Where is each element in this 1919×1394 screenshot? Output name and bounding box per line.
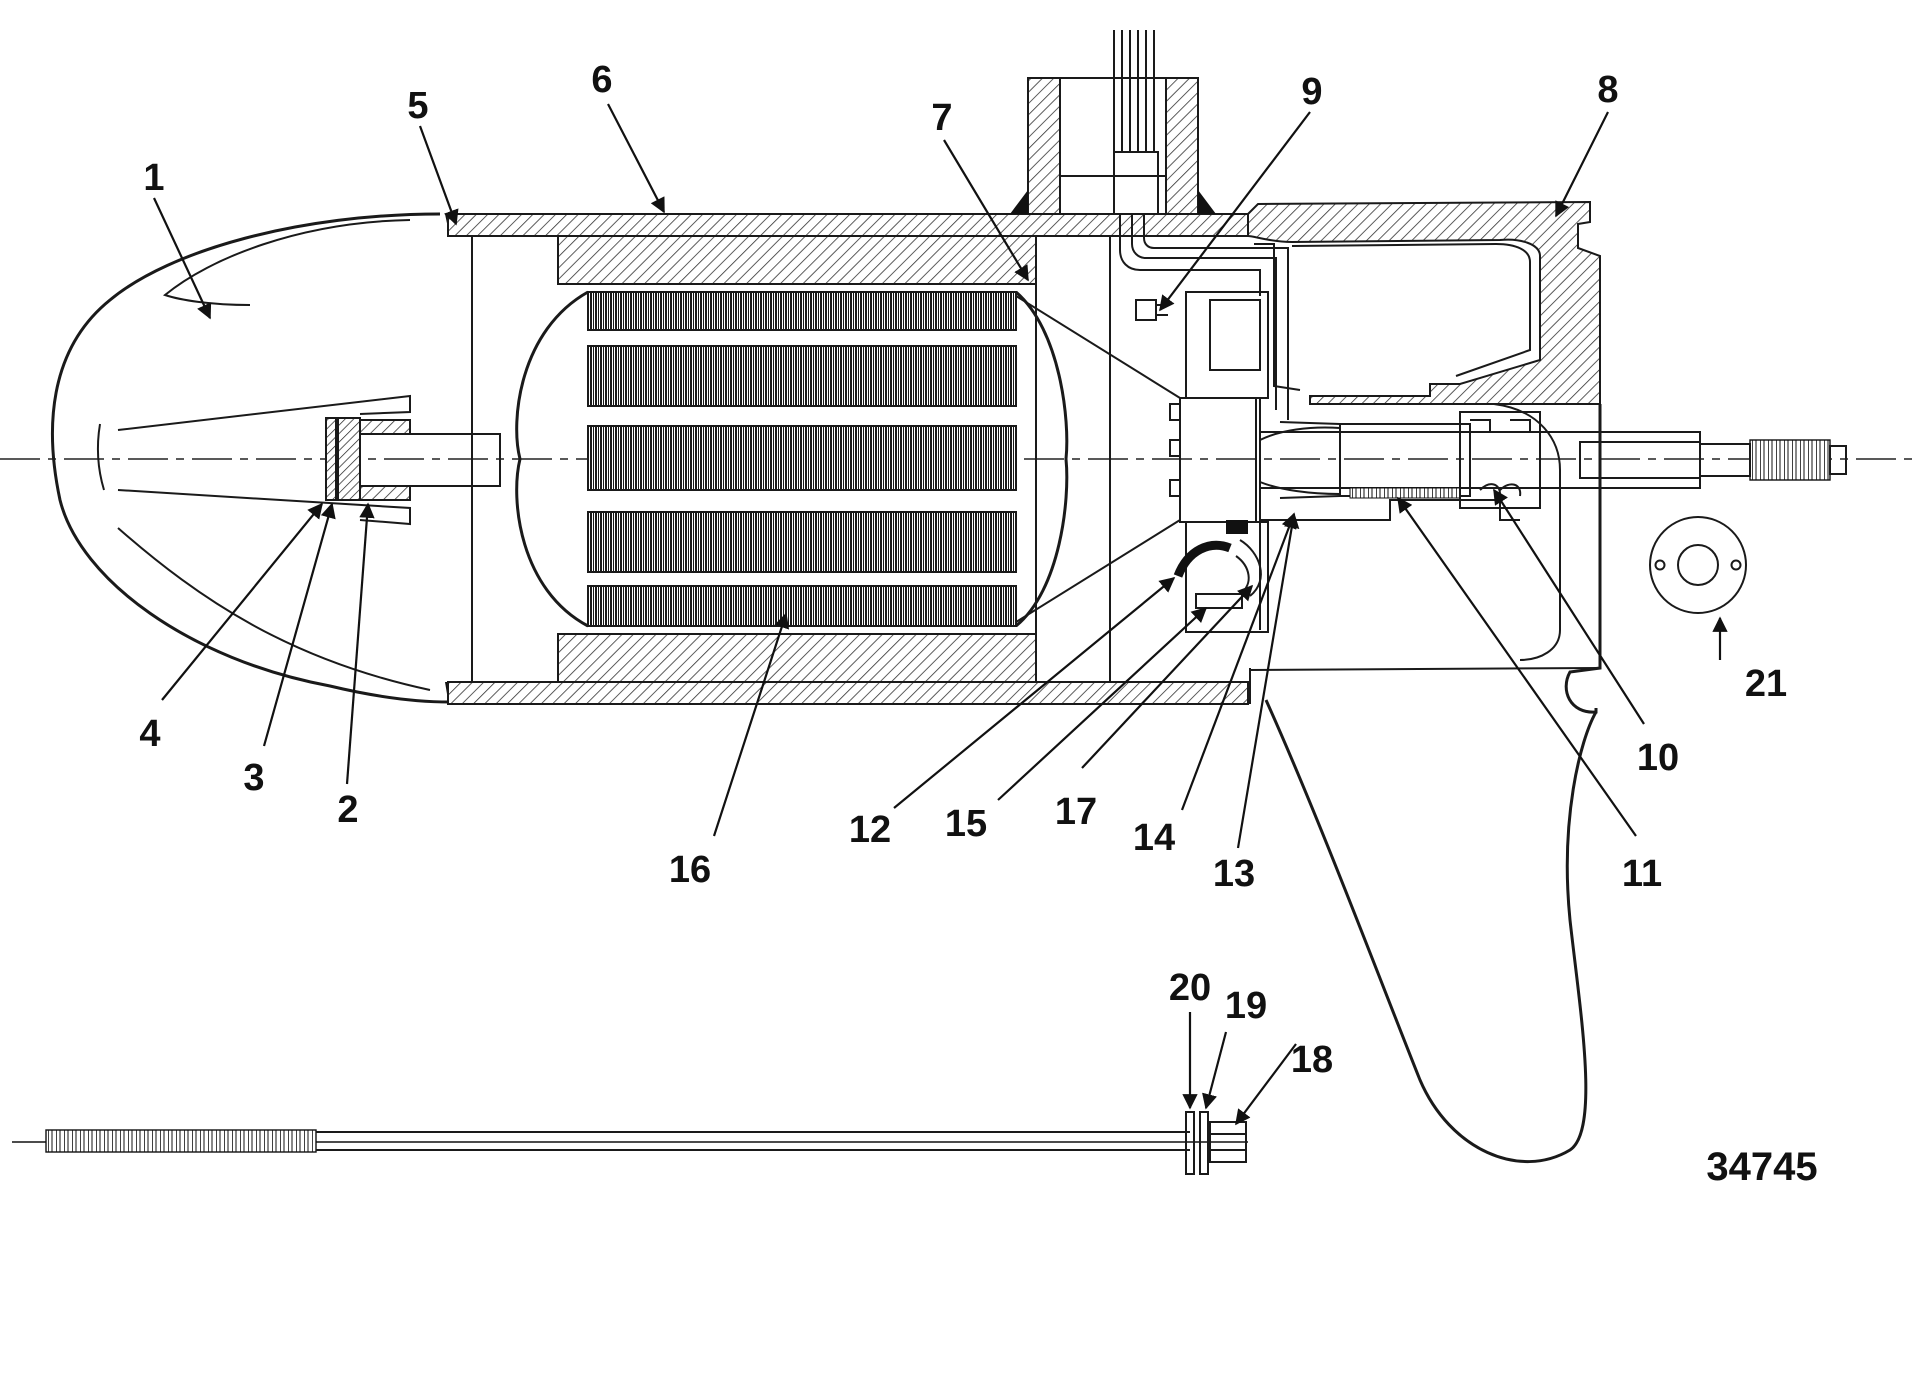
callout-13: 13 (1213, 853, 1255, 895)
callout-20: 20 (1169, 967, 1211, 1009)
callout-7: 7 (931, 97, 952, 139)
cable-fitting (1010, 30, 1289, 420)
leader-lines (153, 103, 1728, 1126)
callout-1: 1 (143, 157, 164, 199)
front-bearing-stack (325, 417, 501, 501)
callout-18: 18 (1291, 1039, 1333, 1081)
callout-3: 3 (243, 757, 264, 799)
armature (515, 236, 1181, 682)
callout-labels: 1 2 3 4 5 6 7 8 9 10 11 12 13 14 15 16 1… (139, 59, 1787, 1081)
callout-16: 16 (669, 849, 711, 891)
callout-19: 19 (1225, 985, 1267, 1027)
lower-unit-housing (1247, 200, 1602, 1164)
figure-reference-number: 34745 (1706, 1145, 1817, 1189)
callout-14: 14 (1133, 817, 1175, 859)
callout-11: 11 (1622, 853, 1662, 895)
callout-2: 2 (337, 789, 358, 831)
prop-shaft (1259, 411, 1847, 509)
nose-cone (50, 212, 473, 704)
brush-plate (1169, 291, 1269, 633)
callout-5: 5 (407, 85, 428, 127)
magnets (557, 235, 1037, 683)
callout-21: 21 (1745, 663, 1787, 705)
callout-4: 4 (139, 713, 160, 755)
callout-8: 8 (1597, 69, 1618, 111)
through-bolt (12, 1111, 1248, 1175)
callout-12: 12 (849, 809, 891, 851)
callout-10: 10 (1637, 737, 1679, 779)
callout-6: 6 (591, 59, 612, 101)
screw (1135, 299, 1168, 321)
callout-15: 15 (945, 803, 987, 845)
callout-17: 17 (1055, 791, 1097, 833)
callout-9: 9 (1301, 71, 1322, 113)
thrust-washer (1649, 516, 1747, 614)
